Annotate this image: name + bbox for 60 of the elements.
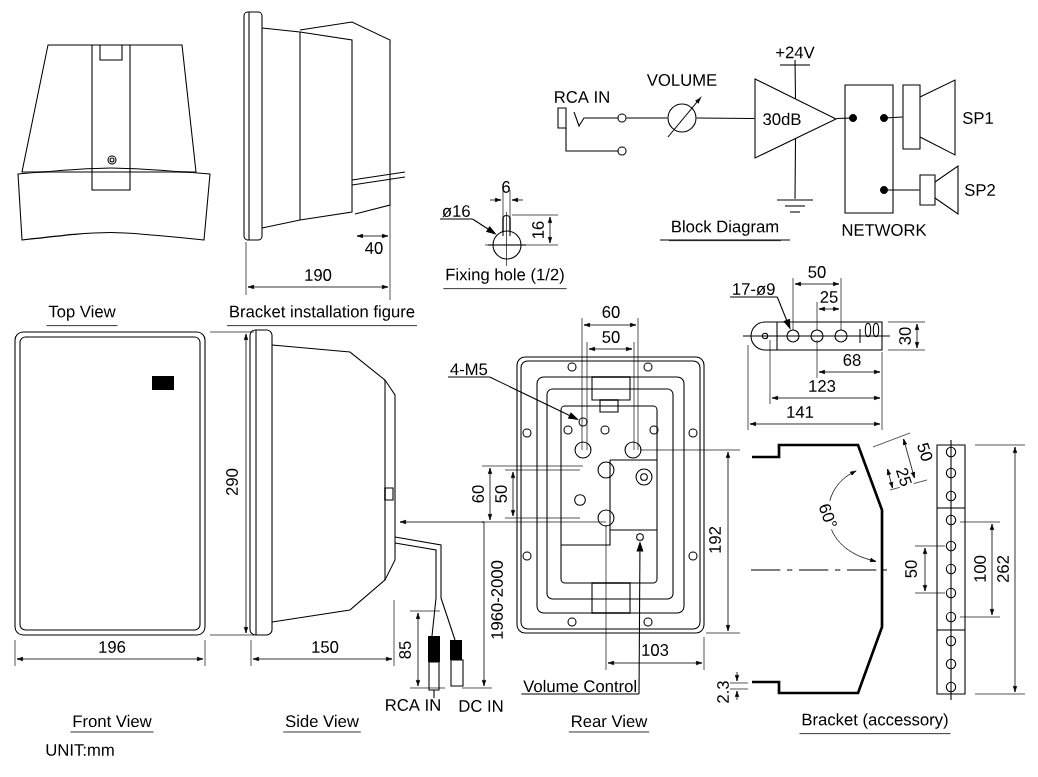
dimension-label: 150 — [312, 641, 339, 653]
dimension-label: 85 — [399, 641, 411, 659]
dimension-label: 262 — [997, 555, 1009, 583]
screw-hole — [578, 417, 588, 427]
connection-line — [794, 137, 797, 200]
dimension-label: 290 — [226, 468, 238, 496]
node-label: NETWORK — [842, 224, 927, 236]
node-label: 30dB — [763, 112, 801, 126]
callout-text: 4-M5 — [447, 363, 491, 378]
dimension-label: 30 — [899, 327, 911, 345]
dimension-label: 25 — [820, 291, 838, 303]
dimension-label: 1960-2000 — [491, 560, 503, 639]
node-label: SP1 — [963, 112, 993, 124]
dimension-label: 60 — [472, 485, 484, 503]
callout-text: Volume Control — [520, 679, 640, 695]
note-text: UNIT:mm — [46, 744, 114, 756]
connection-line — [884, 189, 920, 191]
node-label: SP2 — [965, 184, 995, 196]
callout-text: ø16 — [439, 205, 473, 220]
connection-line — [794, 59, 797, 100]
dimension-label: 123 — [809, 380, 836, 392]
dimension-label: 141 — [787, 406, 814, 418]
note-text: RCA IN — [386, 699, 440, 711]
connection-line — [626, 117, 668, 119]
dimension-label: 196 — [99, 641, 126, 653]
dimension-label: 50 — [905, 560, 917, 578]
dimension-label: 6 — [502, 181, 510, 193]
ground-symbol — [776, 199, 814, 213]
dimension-label: 100 — [974, 555, 986, 582]
dimension-label: 2.3 — [717, 681, 729, 703]
connection-line — [696, 117, 755, 120]
dimension-label: 25 — [893, 464, 915, 490]
view-caption: Bracket installation figure — [226, 305, 418, 327]
view-caption: Bracket (accessory) — [799, 713, 951, 735]
view-caption: Top View — [46, 305, 118, 327]
note-text: DC IN — [459, 700, 503, 712]
mounting-hole — [786, 329, 800, 343]
callout-text: 17-ø9 — [729, 283, 778, 298]
dimension-label: 192 — [709, 526, 721, 553]
volume-knob — [636, 533, 644, 541]
dimension-label: 103 — [642, 644, 669, 656]
view-caption: Side View — [282, 714, 362, 733]
view-caption: Rear View — [568, 714, 650, 733]
dimension-label: 60° — [816, 500, 840, 532]
keyhole-drawing — [487, 211, 527, 267]
dimension-label: 40 — [365, 242, 383, 254]
node-label: VOLUME — [646, 74, 717, 86]
dimension-label: 50 — [914, 439, 936, 465]
view-caption: Fixing hole (1/2) — [443, 268, 567, 290]
dimension-label: 50 — [808, 266, 826, 278]
dimension-label: 68 — [843, 354, 861, 366]
dimension-label: 50 — [495, 485, 507, 503]
dimension-label: 60 — [602, 306, 620, 318]
node-label: RCA IN — [555, 91, 609, 103]
dimension-label: 50 — [602, 331, 620, 343]
view-caption: Front View — [70, 714, 154, 733]
connection-line — [836, 117, 853, 120]
view-caption: Block Diagram — [668, 220, 782, 242]
connection-line — [884, 116, 903, 119]
dimension-label: 190 — [305, 269, 332, 281]
